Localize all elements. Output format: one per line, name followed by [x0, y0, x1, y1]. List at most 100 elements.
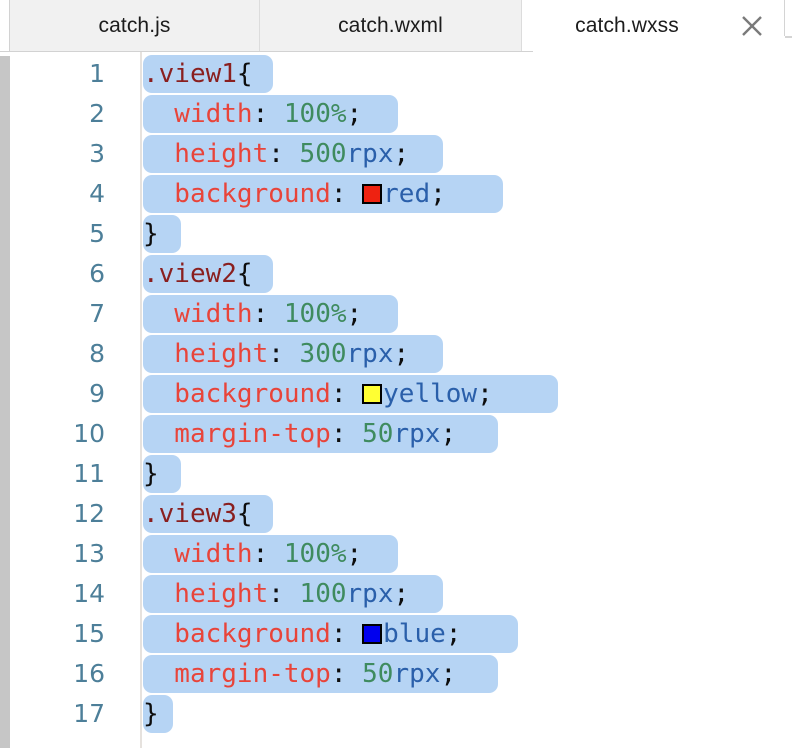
code-token: :: [330, 179, 363, 209]
code-token: 100%: [283, 99, 347, 129]
line-number: 15: [73, 619, 105, 648]
tab-label: catch.wxss: [575, 14, 679, 37]
code-text[interactable]: }: [143, 214, 159, 254]
code-token: rpx: [346, 579, 394, 609]
code-token: yellow: [383, 379, 478, 409]
code-text[interactable]: height: 500rpx;: [143, 134, 409, 174]
close-icon[interactable]: [738, 12, 766, 40]
code-text[interactable]: }: [143, 694, 159, 734]
selection-highlight: [143, 335, 443, 373]
color-swatch-icon[interactable]: [362, 384, 383, 404]
code-token: rpx: [346, 339, 394, 369]
code-token: }: [143, 219, 159, 249]
code-line[interactable]: 1 .view1{: [12, 54, 792, 94]
code-text[interactable]: background: blue;: [143, 614, 461, 654]
color-swatch-icon[interactable]: [362, 624, 383, 644]
code-text[interactable]: .view2{: [143, 254, 253, 294]
code-line[interactable]: 9 background: yellow;: [12, 374, 792, 414]
code-token: 100: [299, 579, 347, 609]
line-number: 10: [73, 419, 105, 448]
line-number: 16: [73, 659, 105, 688]
code-token: .view2: [143, 259, 237, 289]
code-text[interactable]: width: 100%;: [143, 534, 362, 574]
line-number: 6: [89, 259, 105, 288]
code-token: {: [236, 499, 253, 529]
tab-bar: catch.js catch.wxml catch.wxss: [0, 0, 792, 52]
selection-highlight: [143, 695, 173, 733]
tab-strip-left-edge: [0, 0, 10, 52]
tab-catch-wxss[interactable]: catch.wxss: [522, 0, 732, 52]
code-token: rpx: [393, 419, 441, 449]
code-text[interactable]: background: red;: [143, 174, 446, 214]
tab-catch-js[interactable]: catch.js: [10, 0, 260, 52]
code-line[interactable]: 14 height: 100rpx;: [12, 574, 792, 614]
code-line[interactable]: 2 width: 100%;: [12, 94, 792, 134]
line-number: 17: [73, 699, 105, 728]
code-token: }: [143, 699, 159, 729]
code-token: margin-top: [143, 419, 331, 449]
code-token: :: [252, 299, 284, 329]
code-token: 100%: [283, 539, 347, 569]
code-token: :: [330, 379, 363, 409]
color-swatch-icon[interactable]: [362, 184, 383, 204]
code-line[interactable]: 11}: [12, 454, 792, 494]
code-line[interactable]: 7 width: 100%;: [12, 294, 792, 334]
code-text[interactable]: .view1{: [143, 54, 253, 94]
selection-highlight: [143, 135, 443, 173]
code-text[interactable]: margin-top: 50rpx;: [143, 414, 456, 454]
selection-highlight: [143, 375, 558, 413]
code-line[interactable]: 13 width: 100%;: [12, 534, 792, 574]
code-text[interactable]: width: 100%;: [143, 294, 362, 334]
code-token: ;: [430, 179, 446, 209]
code-text[interactable]: background: yellow;: [143, 374, 493, 414]
line-number: 1: [89, 59, 105, 88]
vertical-scrollbar[interactable]: [0, 52, 10, 748]
selection-highlight: [143, 455, 181, 493]
code-line[interactable]: 16 margin-top: 50rpx;: [12, 654, 792, 694]
code-token: rpx: [346, 139, 394, 169]
code-line[interactable]: 3 height: 500rpx;: [12, 134, 792, 174]
code-line[interactable]: 15 background: blue;: [12, 614, 792, 654]
selection-highlight: [143, 215, 181, 253]
code-token: ;: [393, 579, 410, 609]
code-token: {: [236, 259, 253, 289]
code-line[interactable]: 17}: [12, 694, 792, 734]
line-number: 11: [73, 459, 105, 488]
code-token: ;: [445, 619, 462, 649]
code-text[interactable]: height: 300rpx;: [143, 334, 409, 374]
code-text[interactable]: width: 100%;: [143, 94, 362, 134]
selection-highlight: [143, 55, 273, 93]
code-line[interactable]: 10 margin-top: 50rpx;: [12, 414, 792, 454]
code-line[interactable]: 6 .view2{: [12, 254, 792, 294]
code-text[interactable]: .view3{: [143, 494, 253, 534]
code-token: ;: [440, 419, 457, 449]
tab-catch-wxml[interactable]: catch.wxml: [260, 0, 522, 52]
code-token: red: [383, 179, 431, 209]
code-token: {: [236, 59, 253, 89]
code-token: :: [268, 579, 300, 609]
code-token: .view1: [143, 59, 237, 89]
code-line[interactable]: 12.view3{: [12, 494, 792, 534]
code-token: background: [143, 179, 331, 209]
code-token: height: [143, 139, 269, 169]
code-token: 500: [299, 139, 347, 169]
code-token: }: [143, 459, 159, 489]
code-line[interactable]: 8 height: 300rpx;: [12, 334, 792, 374]
code-text[interactable]: }: [143, 454, 159, 494]
code-text[interactable]: height: 100rpx;: [143, 574, 409, 614]
code-token: :: [252, 539, 284, 569]
code-line[interactable]: 5}: [12, 214, 792, 254]
selection-highlight: [143, 415, 498, 453]
code-token: ;: [477, 379, 493, 409]
code-text[interactable]: margin-top: 50rpx;: [143, 654, 456, 694]
selection-highlight: [143, 175, 503, 213]
code-editor[interactable]: 1.view1{2 width: 100%;3 height: 500rpx;4…: [0, 52, 792, 748]
code-token: 100%: [283, 299, 347, 329]
selection-highlight: [143, 295, 398, 333]
code-token: :: [268, 139, 300, 169]
code-surface[interactable]: 1.view1{2 width: 100%;3 height: 500rpx;4…: [12, 52, 792, 748]
code-token: height: [143, 579, 269, 609]
code-token: width: [143, 99, 253, 129]
code-token: :: [330, 659, 363, 689]
code-line[interactable]: 4 background: red;: [12, 174, 792, 214]
